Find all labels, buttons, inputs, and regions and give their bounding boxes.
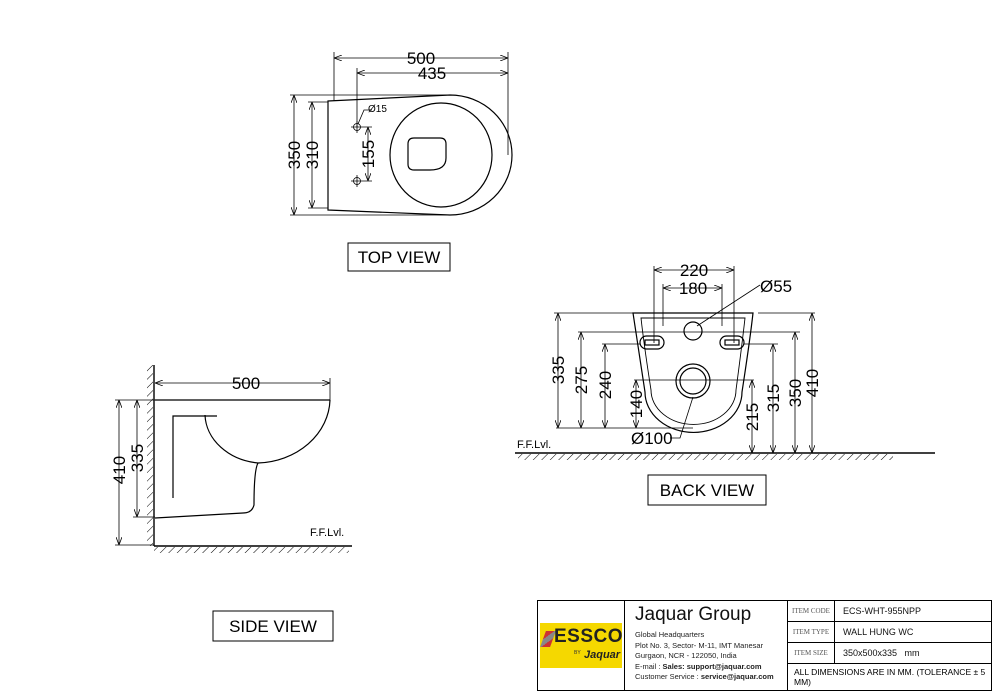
- side-view-dimensions: [115, 378, 331, 546]
- dim-back-275: 275: [572, 366, 591, 394]
- item-size-label: ITEM SIZE: [788, 643, 835, 663]
- back-view-label: BACK VIEW: [660, 481, 754, 500]
- dim-side-335: 335: [128, 444, 147, 472]
- dim-side-500: 500: [232, 374, 260, 393]
- top-view-outlet: [407, 137, 447, 171]
- top-view-bowl: [389, 102, 493, 208]
- dim-back-220: 220: [680, 261, 708, 280]
- dim-back-outlet: Ø100: [631, 429, 673, 448]
- company-info: Jaquar Group Global Headquarters Plot No…: [625, 601, 788, 690]
- item-type-label: ITEM TYPE: [788, 622, 835, 642]
- logo-by: BY: [574, 650, 581, 656]
- outlet-100-outer: [675, 363, 711, 399]
- dim-top-155: 155: [359, 140, 378, 168]
- dim-top-310: 310: [303, 141, 322, 169]
- logo-brand: ESSCO: [554, 626, 624, 647]
- dim-back-350: 350: [786, 379, 805, 407]
- dim-side-410: 410: [110, 456, 129, 484]
- dim-back-335: 335: [549, 356, 568, 384]
- title-block: ESSCO BY Jaquar Jaquar Group Global Head…: [537, 600, 992, 691]
- email-value: Sales: support@jaquar.com: [662, 661, 762, 671]
- dim-top-500: 500: [407, 49, 435, 68]
- top-view-outline: [327, 94, 513, 216]
- email-label: E-mail :: [635, 661, 663, 671]
- item-code: ECS-WHT-955NPP: [843, 606, 922, 616]
- address-line: Plot No. 3, Sector- M-11, IMT Manesar: [635, 640, 764, 650]
- dim-back-180: 180: [679, 279, 707, 298]
- essco-logo: ESSCO BY Jaquar: [538, 601, 625, 690]
- item-info: ITEM CODE ECS-WHT-955NPP ITEM TYPE WALL HU…: [788, 601, 991, 690]
- item-code-label: ITEM CODE: [788, 601, 835, 621]
- back-view-label-box: [647, 474, 767, 506]
- item-size: 350x500x335 mm: [843, 648, 920, 658]
- dim-back-215: 215: [743, 403, 762, 431]
- dim-back-inlet: Ø55: [760, 277, 792, 296]
- top-view-label-box: [347, 242, 451, 272]
- inlet-55: [683, 321, 703, 341]
- back-view-dimensions: [554, 266, 815, 453]
- dimension-note: ALL DIMENSIONS ARE IN MM. (TOLERANCE ± 5…: [794, 667, 986, 687]
- dim-back-315: 315: [764, 384, 783, 412]
- side-view: 500 410 335 F.F.Lvl.: [110, 365, 352, 553]
- service-label: Customer Service :: [635, 672, 701, 681]
- back-floor-label: F.F.Lvl.: [517, 439, 551, 451]
- dim-back-140: 140: [627, 390, 646, 418]
- back-view-outline: [632, 312, 754, 433]
- side-view-label: SIDE VIEW: [229, 617, 317, 636]
- dim-back-240: 240: [596, 371, 615, 399]
- item-type: WALL HUNG WC: [843, 627, 914, 637]
- logo-sub: Jaquar: [584, 649, 621, 661]
- dim-top-hole-dia: Ø15: [368, 104, 387, 115]
- dim-top-435: 435: [418, 64, 446, 83]
- top-view-label: TOP VIEW: [358, 248, 441, 267]
- company-name: Jaquar Group: [635, 604, 752, 625]
- side-floor-label: F.F.Lvl.: [310, 527, 344, 539]
- top-view: 500 435 350 310 155 Ø15: [285, 49, 513, 216]
- service-value: service@jaquar.com: [700, 672, 774, 681]
- back-view: 220 180 Ø55 Ø100 335 275 240 140 215 315…: [515, 261, 935, 460]
- side-view-label-box: [212, 610, 334, 642]
- dim-back-410: 410: [803, 369, 822, 397]
- top-view-dimensions: [290, 52, 509, 216]
- dim-top-350: 350: [285, 141, 304, 169]
- address-line: Global Headquarters: [635, 630, 705, 639]
- address-line: Gurgaon, NCR - 122050, India: [635, 651, 737, 660]
